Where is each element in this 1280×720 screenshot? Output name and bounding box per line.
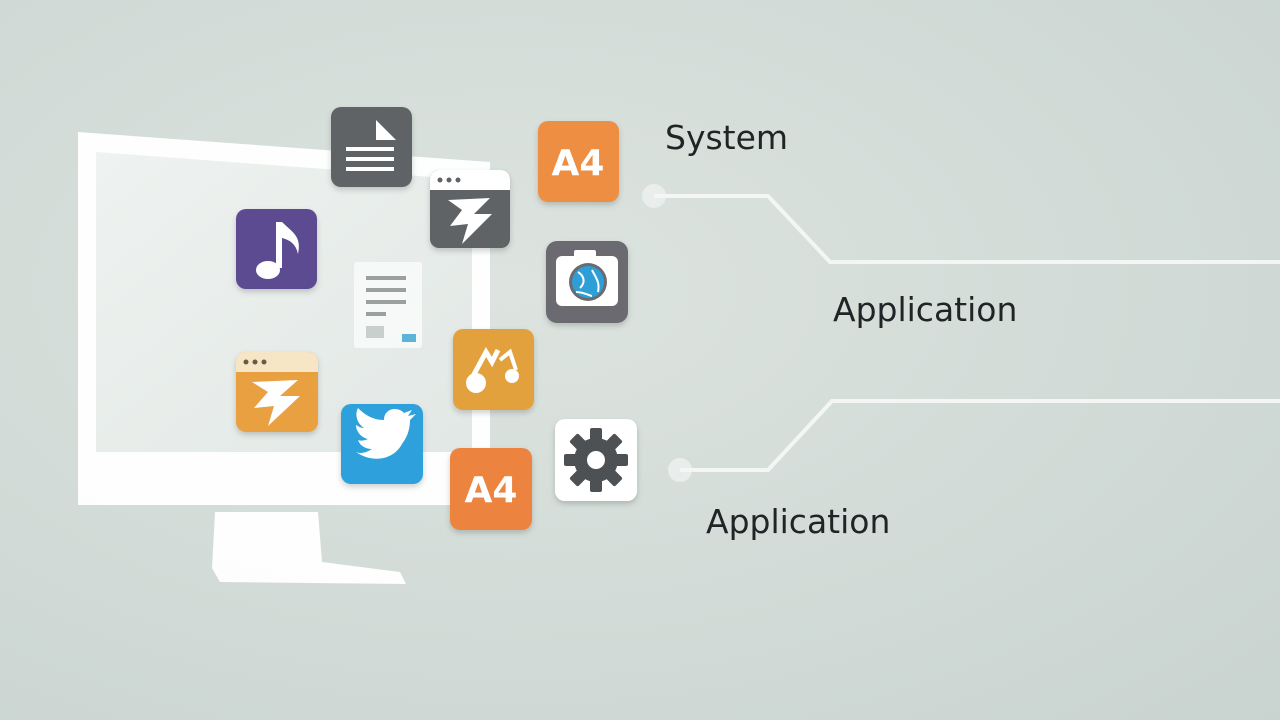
document-icon: [331, 107, 412, 187]
label-system: System: [665, 118, 789, 157]
a4-paper-icon: A4: [538, 121, 619, 202]
browser-lightning-orange-icon: [236, 352, 318, 432]
label-application-lower: Application: [706, 502, 891, 541]
monitor-stand: [212, 512, 406, 584]
label-application-upper: Application: [833, 290, 1018, 329]
a4-paper-icon-bottom: A4: [450, 448, 532, 530]
music-notes-icon: [453, 329, 534, 410]
file-list-icon: [354, 262, 422, 348]
music-note-icon: [236, 209, 317, 289]
browser-lightning-icon: [430, 170, 510, 248]
a4-label: A4: [552, 143, 605, 184]
gear-icon: [555, 419, 637, 501]
a4-label: A4: [465, 470, 518, 511]
monitor-screen: [96, 152, 472, 452]
camera-globe-icon: [546, 241, 628, 323]
connector-system: [642, 184, 1280, 264]
connector-application: [668, 399, 1280, 482]
twitter-bird-icon: [341, 404, 423, 484]
